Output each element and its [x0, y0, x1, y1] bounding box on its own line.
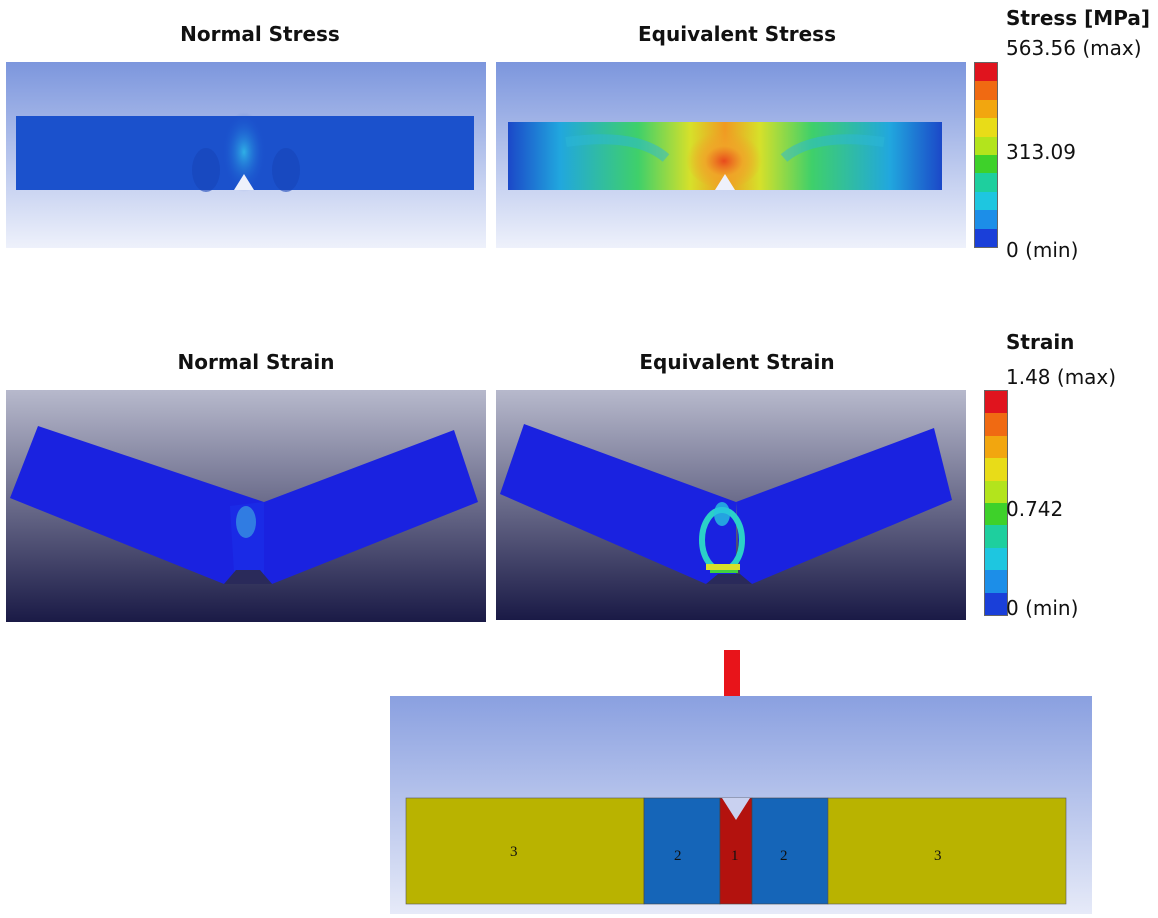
stress-colorbar-band-7 [975, 191, 997, 211]
stress-colorbar-band-1 [975, 81, 997, 100]
stress-colorbar-band-9 [975, 228, 997, 247]
notch [715, 174, 735, 190]
zone-panel: 3 2 1 2 3 [390, 696, 1092, 914]
equivalent-stress-panel [496, 62, 966, 248]
strain-colorbar-band-8 [985, 570, 1007, 593]
strain-legend-min: 0 (min) [1006, 596, 1079, 620]
normal-strain-title: Normal Strain [177, 350, 335, 374]
notch [706, 574, 752, 584]
zone-label-3-left: 3 [510, 844, 518, 860]
stress-colorbar-band-2 [975, 99, 997, 119]
strain-colorbar-band-2 [985, 435, 1007, 459]
zone-label-2-right: 2 [780, 848, 788, 864]
equivalent-strain-left-arm [500, 424, 736, 584]
zone-3-right [827, 797, 1067, 905]
notch [224, 570, 272, 584]
stress-legend-min: 0 (min) [1006, 238, 1079, 262]
zone-3-left [405, 797, 645, 905]
stress-colorbar-band-3 [975, 118, 997, 137]
strain-colorbar-band-4 [985, 480, 1007, 503]
strain-legend-mid: 0.742 [1006, 497, 1064, 521]
notch [234, 174, 254, 190]
normal-strain-right-arm [264, 430, 478, 584]
zone-2-right [751, 797, 829, 905]
stress-colorbar-band-6 [975, 173, 997, 192]
normal-strain-left-arm [10, 426, 264, 584]
strain-colorbar [984, 390, 1008, 616]
stress-colorbar-band-5 [975, 154, 997, 174]
stress-legend-mid: 313.09 [1006, 140, 1076, 164]
equivalent-strain-right-arm [736, 428, 952, 584]
strain-colorbar-band-0 [985, 391, 1007, 414]
stress-colorbar-band-4 [975, 136, 997, 155]
strain-colorbar-band-5 [985, 502, 1007, 526]
strain-colorbar-band-1 [985, 413, 1007, 436]
normal-stress-panel [6, 62, 486, 248]
zone-label-3-right: 3 [934, 848, 942, 864]
strain-legend-title: Strain [1006, 330, 1075, 354]
notch [722, 798, 750, 820]
equivalent-strain-panel [496, 390, 966, 620]
zone-label-1: 1 [731, 848, 739, 864]
zone-2-left [643, 797, 721, 905]
equivalent-stress-title: Equivalent Stress [638, 22, 836, 46]
strain-colorbar-band-9 [985, 592, 1007, 615]
stress-legend-max: 563.56 (max) [1006, 36, 1142, 60]
strain-colorbar-band-7 [985, 547, 1007, 571]
normal-strain-panel [6, 390, 486, 622]
stress-colorbar-band-0 [975, 63, 997, 82]
normal-stress-title: Normal Stress [180, 22, 340, 46]
strain-legend-max: 1.48 (max) [1006, 365, 1117, 389]
strain-colorbar-band-6 [985, 525, 1007, 548]
equivalent-strain-title: Equivalent Strain [639, 350, 835, 374]
strain-colorbar-band-3 [985, 458, 1007, 481]
stress-legend-title: Stress [MPa] [1006, 6, 1150, 30]
stress-colorbar [974, 62, 998, 248]
stress-colorbar-band-8 [975, 210, 997, 229]
zone-label-2-left: 2 [674, 848, 682, 864]
